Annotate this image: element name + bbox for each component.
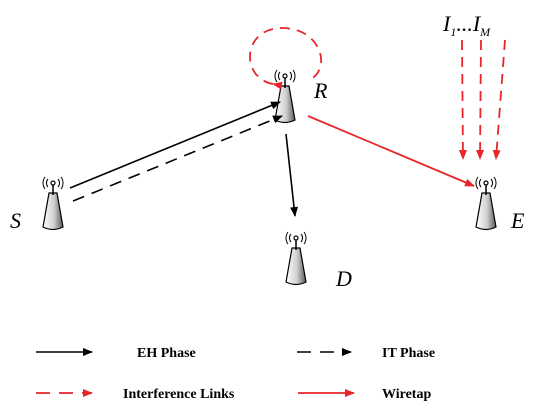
legend-interference-links-label: Interference Links: [123, 387, 235, 402]
relay-antenna-icon: [274, 69, 296, 124]
destination-antenna-icon: [285, 231, 307, 286]
legend-wiretap-label: Wiretap: [382, 387, 431, 402]
legend: EH Phase IT Phase Interference Links Wir…: [36, 346, 435, 402]
eh-link-source-to-relay: [69, 101, 281, 189]
source-antenna-icon: [42, 176, 64, 231]
legend-eh-phase-label: EH Phase: [137, 346, 196, 361]
source-label: S: [10, 208, 21, 233]
destination-label: D: [335, 266, 352, 291]
link-relay-to-destination: [285, 133, 298, 217]
interference-link-3: [492, 39, 506, 160]
legend-it-phase-label: IT Phase: [382, 346, 435, 361]
relay-self-interference-loop: [249, 27, 323, 90]
interference-link-2: [476, 39, 485, 160]
interference-link-1: [458, 39, 467, 160]
relay-label: R: [313, 78, 328, 103]
eavesdropper-label: E: [510, 208, 525, 233]
wiretap-link-relay-to-eavesdropper: [307, 115, 475, 187]
eavesdropper-antenna-icon: [475, 176, 497, 231]
interferers-label: I1...IM: [442, 11, 491, 39]
it-link-source-to-relay: [72, 115, 283, 202]
